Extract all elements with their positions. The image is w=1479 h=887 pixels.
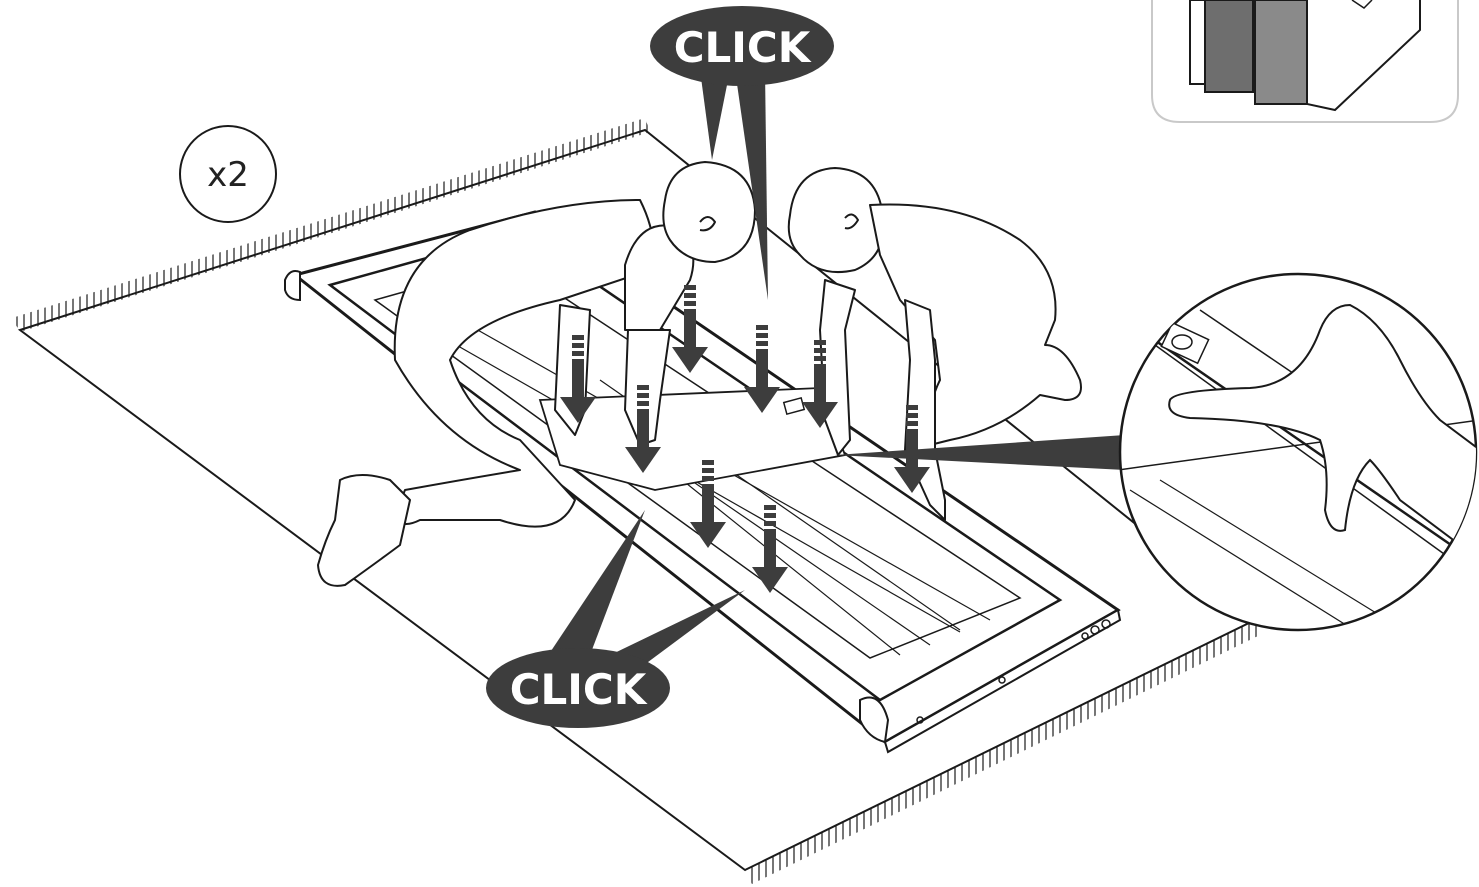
- click-label-bottom: CLICK: [510, 665, 648, 714]
- quantity-badge: x2: [180, 126, 276, 222]
- wardrobe-thumbnail-icon: [1152, 0, 1458, 122]
- quantity-label: x2: [207, 155, 249, 195]
- click-label-top: CLICK: [674, 23, 812, 72]
